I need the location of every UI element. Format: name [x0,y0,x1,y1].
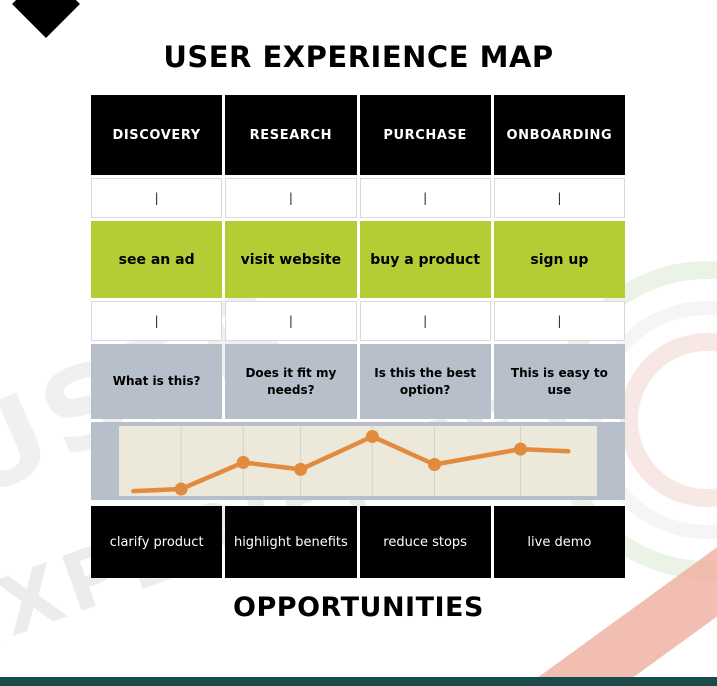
connector-cell: | [91,178,223,218]
connector-cell: | [225,301,357,341]
stage-cell-purchase: PURCHASE [359,95,491,175]
connector-cell: | [359,178,491,218]
bottom-teal-bar [0,677,717,686]
thought-cell-research: Does it fit my needs? [225,344,357,419]
action-cell-see-an-ad: see an ad [91,221,223,298]
emotion-curve-svg [131,426,571,496]
thought-cell-onboarding: This is easy to use [493,344,625,419]
thought-cell-purchase: Is this the best option? [359,344,491,419]
emotion-curve-canvas [119,426,597,496]
opportunity-cell-clarify-product: clarify product [91,506,223,578]
connector-cell: | [493,178,625,218]
connector-cell: | [493,301,625,341]
action-cell-buy-a-product: buy a product [359,221,491,298]
stage-cell-research: RESEARCH [225,95,357,175]
opportunities-title: OPPORTUNITIES [233,592,484,623]
connector-cell: | [225,178,357,218]
opportunity-cell-live-demo: live demo [493,506,625,578]
action-cell-visit-website: visit website [225,221,357,298]
connector-cell: | [359,301,491,341]
thought-cell-discovery: What is this? [91,344,223,419]
emotion-curve-row [91,422,625,500]
opportunity-cell-reduce-stops: reduce stops [359,506,491,578]
opportunity-cell-highlight-benefits: highlight benefits [225,506,357,578]
stage-cell-onboarding: ONBOARDING [493,95,625,175]
page-title: USER EXPERIENCE MAP [163,40,554,74]
stage-cell-discovery: DISCOVERY [91,95,223,175]
action-cell-sign-up: sign up [493,221,625,298]
corner-diamond-shape [12,0,80,38]
connector-cell: | [91,301,223,341]
journey-grid: DISCOVERY RESEARCH PURCHASE ONBOARDING |… [91,95,625,578]
